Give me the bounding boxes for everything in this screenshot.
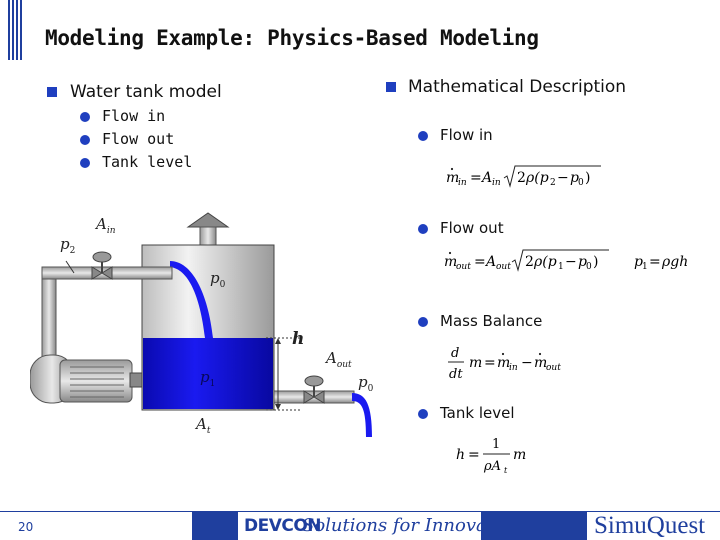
svg-text:2: 2 bbox=[517, 170, 526, 186]
svg-text:ρ(p: ρ(p bbox=[533, 254, 557, 270]
bullet-dot bbox=[80, 158, 90, 168]
svg-text:1: 1 bbox=[558, 262, 564, 272]
svg-text:out: out bbox=[546, 363, 561, 373]
right-tank-level: Tank level bbox=[440, 404, 515, 422]
equation-mass-balance: d dt m = m in − m out bbox=[448, 342, 598, 384]
equation-flow-in: m in = A in 2 ρ(p 2 − p 0 ) bbox=[446, 164, 606, 188]
svg-text:=: = bbox=[649, 254, 661, 270]
svg-text:): ) bbox=[585, 170, 590, 186]
bullet-dot bbox=[418, 224, 428, 234]
svg-text:out: out bbox=[456, 262, 471, 272]
right-flow-out: Flow out bbox=[440, 219, 504, 237]
bullet-dot bbox=[80, 112, 90, 122]
svg-text:m: m bbox=[513, 447, 526, 463]
bullet-square bbox=[47, 87, 57, 97]
left-item-flow-in: Flow in bbox=[102, 107, 166, 125]
svg-text:=: = bbox=[470, 170, 482, 186]
svg-text:A: A bbox=[480, 170, 492, 186]
svg-text:m: m bbox=[534, 355, 547, 371]
label-a-t: At bbox=[196, 415, 211, 436]
right-heading: Mathematical Description bbox=[408, 77, 627, 97]
bullet-dot bbox=[418, 131, 428, 141]
svg-text:=: = bbox=[484, 355, 496, 371]
left-item-flow-out: Flow out bbox=[102, 130, 175, 148]
svg-text:m: m bbox=[444, 254, 457, 270]
svg-text:m: m bbox=[446, 170, 459, 186]
water-tank-diagram: Ain p2 p0 p1 h Aout p0 At bbox=[30, 205, 390, 445]
label-h: h bbox=[292, 329, 305, 349]
left-accent-bars bbox=[0, 0, 22, 60]
svg-text:): ) bbox=[593, 254, 598, 270]
svg-text:1: 1 bbox=[642, 262, 648, 272]
svg-text:A: A bbox=[484, 254, 496, 270]
page-title: Modeling Example: Physics-Based Modeling bbox=[45, 26, 539, 50]
equation-tank-level: h = 1 ρA t m bbox=[456, 432, 546, 478]
svg-text:p: p bbox=[634, 254, 643, 270]
svg-text:out: out bbox=[496, 262, 511, 272]
svg-text:1: 1 bbox=[492, 437, 500, 452]
bullet-dot bbox=[80, 135, 90, 145]
svg-text:2: 2 bbox=[550, 178, 556, 188]
svg-text:−: − bbox=[557, 170, 569, 186]
svg-text:ρgh: ρgh bbox=[661, 254, 688, 270]
svg-text:0: 0 bbox=[578, 178, 584, 188]
svg-text:in: in bbox=[492, 178, 501, 188]
svg-text:0: 0 bbox=[586, 262, 592, 272]
svg-text:in: in bbox=[458, 178, 467, 188]
svg-text:m: m bbox=[469, 355, 482, 371]
svg-text:ρA: ρA bbox=[483, 459, 501, 474]
right-flow-in: Flow in bbox=[440, 126, 493, 144]
footer-band bbox=[192, 512, 238, 540]
devcon-logo: DEVCON bbox=[244, 516, 322, 536]
footer-band bbox=[481, 512, 587, 540]
left-item-tank-level: Tank level bbox=[102, 153, 193, 171]
svg-text:=: = bbox=[474, 254, 486, 270]
svg-text:h: h bbox=[456, 447, 465, 463]
label-a-out: Aout bbox=[326, 349, 352, 370]
label-a-in: Ain bbox=[96, 215, 116, 236]
svg-text:=: = bbox=[468, 447, 480, 463]
label-p2: p2 bbox=[60, 235, 76, 256]
right-mass-balance: Mass Balance bbox=[440, 312, 543, 330]
label-p1: p1 bbox=[200, 368, 216, 389]
bullet-square bbox=[386, 82, 396, 92]
svg-text:p: p bbox=[578, 254, 587, 270]
svg-text:d: d bbox=[451, 346, 459, 361]
left-heading: Water tank model bbox=[70, 82, 222, 102]
svg-text:in: in bbox=[509, 363, 518, 373]
svg-text:p: p bbox=[570, 170, 579, 186]
svg-text:−: − bbox=[521, 355, 533, 371]
page-number: 20 bbox=[18, 520, 34, 534]
svg-text:−: − bbox=[565, 254, 577, 270]
svg-text:t: t bbox=[504, 466, 508, 475]
equation-pressure: p 1 = ρgh bbox=[634, 248, 704, 274]
simuquest-logo: SimuQuest bbox=[594, 512, 706, 539]
equation-flow-out: m out = A out 2 ρ(p 1 − p 0 ) bbox=[444, 248, 614, 274]
label-p0-top: p0 bbox=[210, 269, 226, 290]
svg-text:m: m bbox=[497, 355, 510, 371]
bullet-dot bbox=[418, 409, 428, 419]
bullet-dot bbox=[418, 317, 428, 327]
svg-text:2: 2 bbox=[525, 254, 534, 270]
svg-text:ρ(p: ρ(p bbox=[525, 170, 549, 186]
svg-text:dt: dt bbox=[449, 367, 463, 382]
footer-tagline: Solutions for Innovation bbox=[302, 515, 523, 536]
label-p0-out: p0 bbox=[358, 373, 374, 394]
footer-divider bbox=[0, 511, 720, 512]
